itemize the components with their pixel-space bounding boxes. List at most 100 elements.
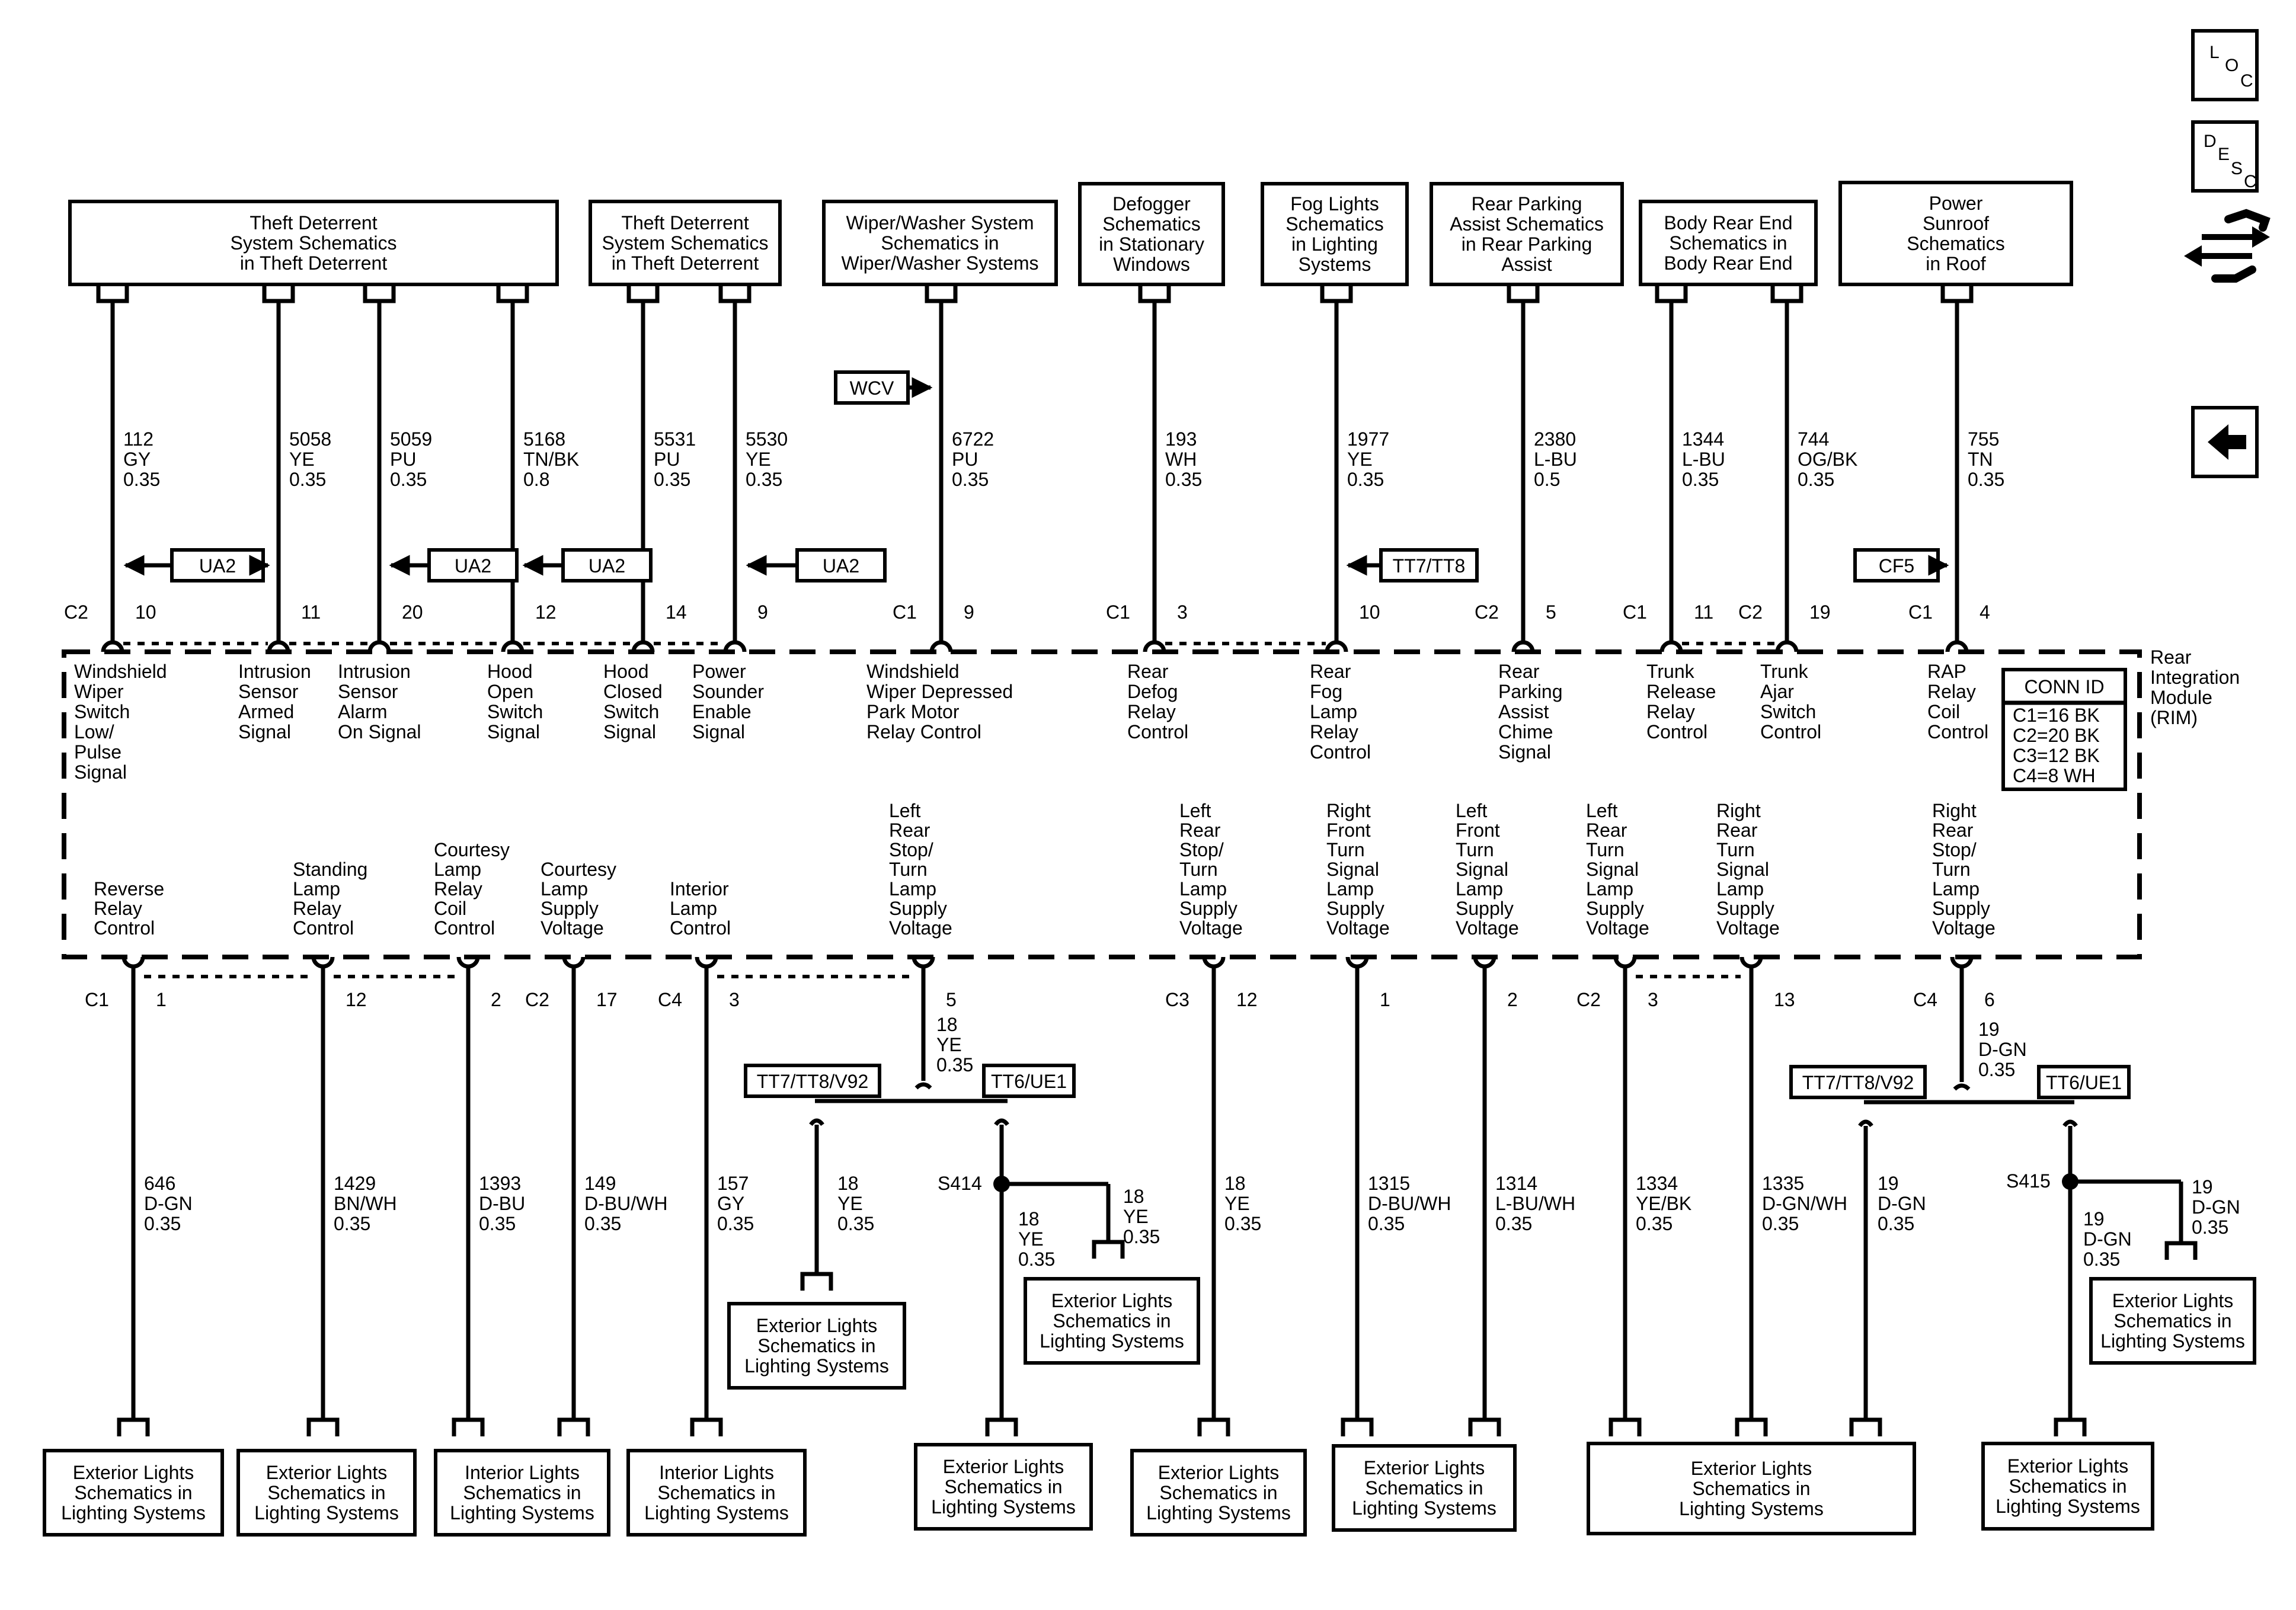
top-signal-name: Signal bbox=[487, 721, 540, 742]
top-ref-box-6[interactable] bbox=[1430, 182, 1624, 286]
top-pin-number: 10 bbox=[135, 601, 156, 623]
top-signal-name: Trunk bbox=[1646, 661, 1695, 682]
top-signal-name: Switch bbox=[74, 701, 130, 722]
top-circuit-label: YE bbox=[1347, 449, 1373, 470]
top-connector-id: C1 bbox=[1623, 601, 1647, 623]
module-name: Integration bbox=[2150, 667, 2240, 688]
top-circuit-label: 0.35 bbox=[746, 469, 782, 490]
connector-pin bbox=[267, 640, 290, 652]
branch-ref-box-a[interactable] bbox=[727, 1302, 906, 1390]
option-tag-tt6ue1-right[interactable] bbox=[2037, 1065, 2131, 1099]
bottom-pin-number: 5 bbox=[946, 989, 957, 1010]
top-ref-box-3[interactable] bbox=[822, 200, 1058, 286]
bottom-circuit-label: D-BU/WH bbox=[1368, 1193, 1451, 1214]
top-signal-name: Coil bbox=[1927, 701, 1960, 722]
bottom-circuit-label: 0.35 bbox=[717, 1213, 754, 1234]
branch-ref-box-a-text: Schematics in bbox=[757, 1335, 875, 1356]
bottom-signal-name: Supply bbox=[1326, 898, 1384, 919]
bottom-signal-name: Standing bbox=[293, 859, 367, 880]
branch-ref-box-b[interactable] bbox=[914, 1443, 1093, 1531]
bottom-signal-name: Rear bbox=[889, 820, 930, 841]
top-ref-box-8[interactable] bbox=[1838, 181, 2073, 286]
top-ref-box-4[interactable] bbox=[1078, 182, 1225, 286]
bottom-terminal bbox=[2164, 1241, 2198, 1260]
option-tag-tt6ue1-left[interactable] bbox=[982, 1064, 1076, 1098]
top-pin-number: 11 bbox=[301, 601, 321, 623]
top-ref-box-5[interactable] bbox=[1261, 182, 1409, 286]
bottom-ref-box-7-text: Lighting Systems bbox=[1146, 1502, 1291, 1523]
bottom-ref-box-3[interactable] bbox=[434, 1449, 610, 1537]
bottom-ref-box-5[interactable] bbox=[626, 1449, 807, 1537]
bottom-circuit-label: 18 bbox=[936, 1014, 958, 1035]
branch-ref-box-c[interactable] bbox=[1024, 1277, 1200, 1365]
bottom-signal-name: Stop/ bbox=[1179, 839, 1224, 860]
bottom-circuit-label: 1335 bbox=[1762, 1173, 1804, 1194]
loc-letter-2: O bbox=[2225, 56, 2239, 75]
top-ref-box-1[interactable] bbox=[68, 200, 559, 286]
top-ref-box-3-text: Schematics in bbox=[881, 232, 999, 254]
top-terminal bbox=[1940, 284, 1974, 303]
branch-ref-box-c-text: Schematics in bbox=[2113, 1310, 2231, 1331]
top-terminal bbox=[718, 284, 752, 303]
branch-ref-box-c[interactable] bbox=[2089, 1277, 2256, 1365]
top-circuit-label: PU bbox=[654, 449, 680, 470]
top-terminal bbox=[626, 284, 660, 303]
branch-ref-box-c-text: Exterior Lights bbox=[1051, 1290, 1173, 1311]
top-pin-number: 11 bbox=[1694, 601, 1713, 623]
top-signal-name: Alarm bbox=[338, 701, 388, 722]
branch-circuit-label: 0.35 bbox=[1123, 1226, 1160, 1247]
description-icon[interactable]: D E S C bbox=[2191, 120, 2259, 193]
top-signal-name: Control bbox=[1760, 721, 1821, 742]
option-break bbox=[809, 1118, 824, 1126]
bottom-circuit-label: YE bbox=[936, 1034, 962, 1055]
connector-view-icon[interactable] bbox=[2184, 209, 2271, 283]
bottom-terminal bbox=[1609, 1417, 1642, 1436]
option-tag-ua2-2[interactable] bbox=[427, 548, 519, 582]
option-tag-ua2-3[interactable] bbox=[561, 548, 653, 582]
bottom-circuit-label: BN/WH bbox=[334, 1193, 397, 1214]
desc-letter-2: E bbox=[2218, 145, 2230, 164]
top-terminal bbox=[1770, 284, 1803, 303]
top-ref-box-2-text: Theft Deterrent bbox=[621, 212, 749, 233]
top-circuit-label: OG/BK bbox=[1798, 449, 1857, 470]
top-circuit-label: 0.5 bbox=[1534, 469, 1560, 490]
top-circuit-label: 193 bbox=[1165, 428, 1197, 450]
top-circuit-label: TN bbox=[1968, 449, 1993, 470]
bottom-ref-box-8[interactable] bbox=[1332, 1444, 1517, 1532]
bottom-circuit-label: 0.35 bbox=[1368, 1213, 1405, 1234]
top-circuit-label: 0.35 bbox=[1165, 469, 1202, 490]
top-ref-box-2[interactable] bbox=[589, 200, 782, 286]
bottom-signal-name: Supply bbox=[889, 898, 947, 919]
top-signal-name: Sensor bbox=[238, 681, 299, 702]
bottom-circuit-label: 0.35 bbox=[1495, 1213, 1532, 1234]
bottom-ref-box-5-text: Interior Lights bbox=[659, 1462, 774, 1483]
option-tag-tt7tt8v92-right[interactable] bbox=[1789, 1065, 1927, 1099]
bottom-pin-number: 6 bbox=[1984, 989, 1995, 1010]
bottom-signal-name: Interior bbox=[670, 878, 729, 900]
option-tag-wcv[interactable] bbox=[834, 370, 910, 405]
bottom-ref-box-1[interactable] bbox=[43, 1449, 224, 1537]
top-circuit-label: 0.35 bbox=[390, 469, 427, 490]
branch-ref-box-b[interactable] bbox=[1981, 1442, 2154, 1531]
top-ref-box-3-text: Wiper/Washer Systems bbox=[841, 252, 1038, 274]
top-ref-box-1-text: in Theft Deterrent bbox=[240, 252, 388, 274]
top-signal-name: Sounder bbox=[692, 681, 764, 702]
option-tag-ua2-4[interactable] bbox=[795, 548, 887, 582]
back-arrow-icon[interactable] bbox=[2191, 406, 2259, 478]
bottom-circuit-label: 0.35 bbox=[334, 1213, 370, 1234]
top-circuit-label: 6722 bbox=[952, 428, 994, 450]
top-signal-name: Trunk bbox=[1760, 661, 1809, 682]
top-ref-box-7-text: Body Rear End bbox=[1664, 252, 1792, 274]
bottom-terminal bbox=[1341, 1417, 1374, 1436]
option-tag-tt7tt8v92-left[interactable] bbox=[744, 1064, 881, 1098]
option-tag-tt7tt8[interactable] bbox=[1379, 548, 1479, 582]
location-icon[interactable]: L O C bbox=[2191, 29, 2259, 101]
top-ref-box-7[interactable] bbox=[1639, 200, 1818, 286]
bottom-ref-box-10[interactable] bbox=[1587, 1442, 1916, 1535]
connector-pin bbox=[367, 640, 391, 652]
option-tag-tt7tt8-label: TT7/TT8 bbox=[1393, 555, 1466, 577]
bottom-signal-name: Stop/ bbox=[889, 839, 933, 860]
bottom-ref-box-7[interactable] bbox=[1130, 1449, 1307, 1537]
bottom-ref-box-2[interactable] bbox=[236, 1449, 417, 1537]
bottom-circuit-label: 1334 bbox=[1636, 1173, 1678, 1194]
